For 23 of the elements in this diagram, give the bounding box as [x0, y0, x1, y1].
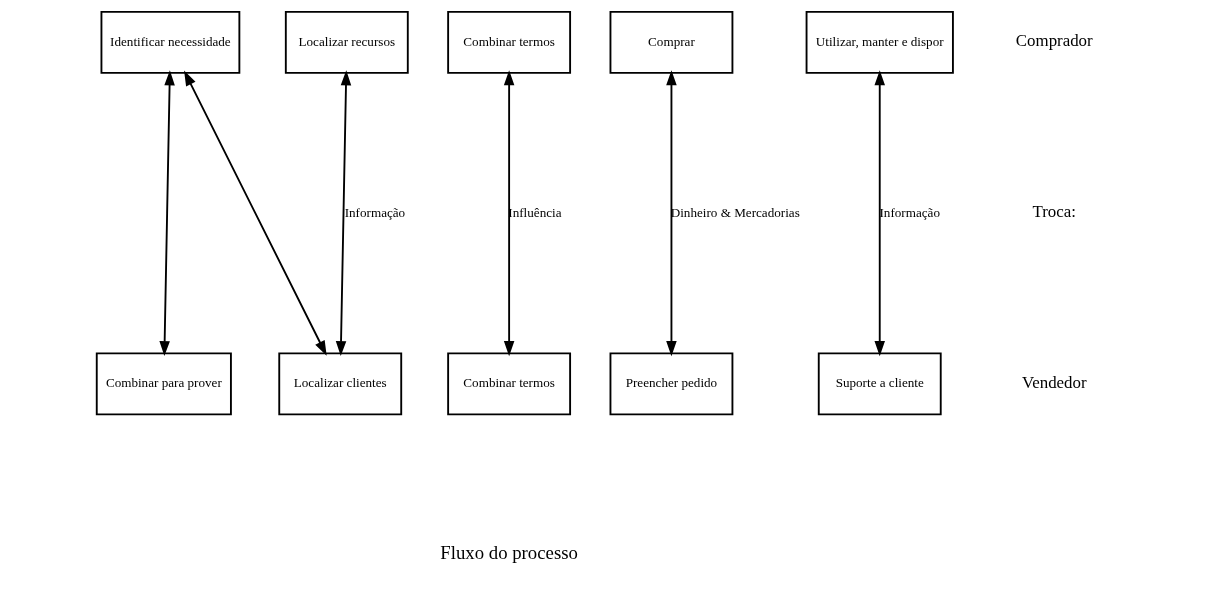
node-box: Comprar [609, 10, 734, 74]
edge-label: Influência [508, 204, 562, 220]
arrow [503, 70, 515, 357]
arrow [666, 70, 677, 357]
arrow [874, 70, 885, 357]
node-box: Combinar termos [447, 352, 572, 416]
node-box: Localizar recursos [284, 10, 409, 74]
label: Vendedor [1021, 373, 1087, 393]
arrow [159, 70, 175, 357]
arrow [335, 70, 352, 357]
node-box: Suporte a cliente [817, 352, 942, 416]
node-box: Utilizar, manter e dispor [805, 10, 954, 74]
arrow [184, 70, 327, 356]
node-box: Combinar termos [447, 10, 572, 74]
label: Comprador [1015, 31, 1093, 51]
node-box: Combinar para prover [95, 352, 232, 416]
edge-label: Informação [344, 204, 406, 220]
node-box: Identificar necessidade [100, 10, 241, 74]
label: Fluxo do processo [440, 542, 578, 564]
node-box: Localizar clientes [278, 352, 403, 416]
node-box: Preencher pedido [609, 352, 734, 416]
label: Troca: [1032, 202, 1076, 222]
edge-label: Dinheiro & Mercadorias [670, 204, 800, 220]
